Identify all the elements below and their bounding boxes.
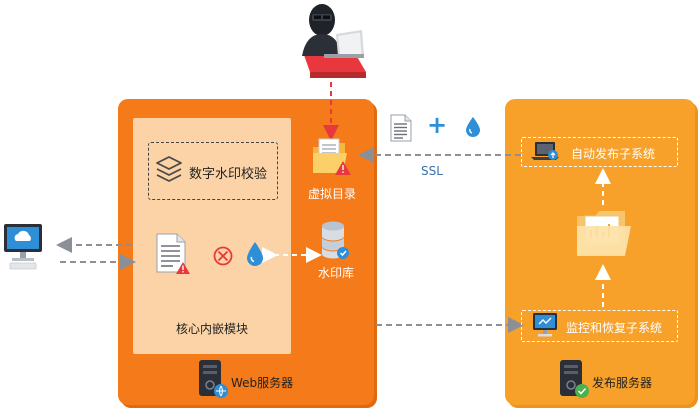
watermark-verify-box — [148, 142, 278, 200]
web-server-label: Web服务器 — [231, 376, 294, 390]
release-folder-icon — [577, 211, 631, 256]
client-monitor-icon — [4, 224, 42, 270]
folder-icon — [313, 138, 351, 175]
watermark-db-label: 水印库 — [318, 266, 355, 280]
plus-icon: + — [427, 111, 448, 139]
release-server-label: 发布服务器 — [592, 376, 653, 390]
watermark-drop-icon — [247, 242, 263, 266]
database-icon — [322, 221, 349, 259]
hacker-icon — [302, 4, 366, 78]
auto-publish-box — [521, 137, 678, 167]
core-module-label: 核心内嵌模块 — [176, 322, 249, 336]
ssl-label: SSL — [421, 164, 443, 178]
monitor-restore-label: 监控和恢复子系统 — [566, 321, 663, 335]
watermark-verify-label: 数字水印校验 — [189, 167, 268, 182]
block-icon — [213, 246, 233, 266]
document-icon — [390, 114, 412, 142]
monitor-icon — [533, 313, 557, 337]
monitor-restore-box — [521, 310, 678, 342]
water-drop-icon — [466, 117, 480, 137]
laptop-icon — [531, 142, 559, 160]
release-server-tower-icon — [560, 360, 589, 398]
auto-publish-label: 自动发布子系统 — [571, 147, 656, 161]
layers-icon — [156, 156, 182, 182]
server-tower-icon — [199, 360, 228, 398]
infected-document-icon — [156, 233, 190, 274]
virtual-directory-label: 虚拟目录 — [308, 187, 357, 201]
